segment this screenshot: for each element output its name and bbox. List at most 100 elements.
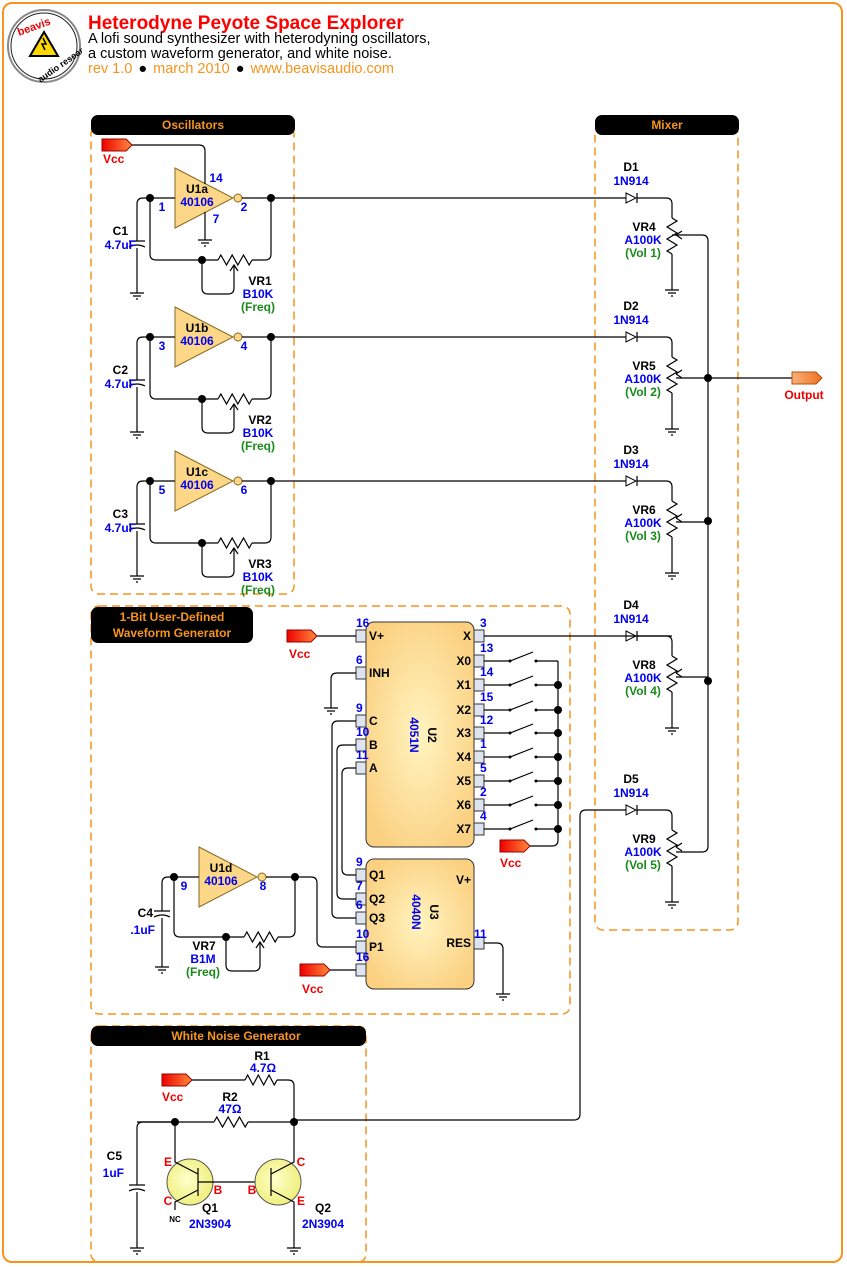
diode-d3 (625, 475, 638, 487)
pin-name: V+ (369, 629, 384, 643)
pin-number: 9 (356, 701, 363, 715)
date: march 2010 (153, 61, 230, 77)
diode-d5 (625, 804, 638, 816)
pin-name: X5 (456, 774, 471, 788)
pot-ref: VR7 (192, 939, 216, 953)
gate-ref: U1c (186, 465, 208, 479)
vcc-connector[interactable]: Vcc (101, 138, 133, 166)
cap-value: 4.7uF (105, 238, 136, 252)
pin-name: Q3 (369, 911, 385, 925)
diode-ref: D4 (623, 598, 639, 612)
website-link[interactable]: www.beavisaudio.com (250, 61, 394, 77)
pot-note: (Vol 3) (625, 529, 661, 543)
page-title: Heterodyne Peyote Space Explorer (88, 13, 404, 34)
pot-ref: VR1 (248, 274, 272, 288)
resistor-ref: R2 (222, 1090, 238, 1104)
pin-name: INH (369, 666, 390, 680)
vcc-connector[interactable]: Vcc (499, 839, 531, 870)
resistor-r1 (244, 1073, 278, 1087)
dip-switch-2[interactable] (484, 700, 562, 714)
pot-vr7 (243, 930, 279, 944)
vcc-label: Vcc (302, 982, 324, 996)
output-label: Output (784, 388, 823, 402)
revision-line: rev 1.0●march 2010●www.beavisaudio.com (88, 62, 394, 77)
gate-part: 40106 (180, 478, 214, 492)
pin-out-number: 4 (241, 339, 248, 353)
section-header-mixer: Mixer (595, 115, 739, 135)
transistor-q1 (166, 1122, 260, 1210)
dip-switch-6[interactable] (484, 795, 562, 809)
pin-name: X2 (456, 703, 471, 717)
diode-value: 1N914 (613, 457, 649, 471)
pin-number: 10 (356, 927, 370, 941)
pin-number: 2 (480, 785, 487, 799)
pot-value: B10K (243, 426, 274, 440)
ground-icon (665, 727, 679, 735)
pin-name: X0 (456, 654, 471, 668)
pot-note: (Freq) (241, 439, 275, 453)
pot-ref: VR2 (248, 413, 272, 427)
pot-note: (Vol 4) (625, 684, 661, 698)
a-q1-wire (341, 767, 356, 876)
ground-icon (665, 428, 679, 436)
u2-part: 4051N (407, 717, 421, 752)
pin-name: V+ (456, 873, 471, 887)
pin-out-number: 6 (241, 483, 248, 497)
transistor-part: 2N3904 (302, 1217, 344, 1231)
ground-icon (324, 707, 338, 715)
gate-part: 40106 (180, 195, 214, 209)
pot-note: (Freq) (241, 583, 275, 597)
ground-icon (198, 239, 212, 247)
capacitor-icon (128, 240, 146, 248)
resistor-ref: R1 (254, 1049, 270, 1063)
pot-vr1 (217, 253, 253, 267)
ground-icon (496, 993, 510, 1001)
c-q3-wire (331, 720, 356, 919)
pin-name: A (369, 761, 378, 775)
pot-value: A100K (624, 233, 662, 247)
dip-switch-7[interactable] (484, 819, 562, 833)
dip-switch-3[interactable] (484, 723, 562, 737)
diode-d2 (625, 331, 638, 343)
pin-name: P1 (369, 940, 384, 954)
dip-switch-0[interactable] (484, 651, 558, 663)
pot-ref: VR6 (632, 503, 656, 517)
pot-ref: VR3 (248, 557, 272, 571)
pin-number: 6 (356, 898, 363, 912)
capacitor-icon (128, 379, 146, 387)
vcc-connector[interactable]: Vcc (286, 629, 318, 661)
pin-gnd-number: 7 (213, 212, 220, 226)
dip-switch-1[interactable] (484, 675, 562, 689)
vcc-connector[interactable]: Vcc (299, 963, 331, 996)
pot-vr9 (665, 829, 679, 867)
u3-ref: U3 (427, 904, 441, 920)
dip-switch-4[interactable] (484, 747, 562, 761)
svg-text:Oscillators: Oscillators (162, 118, 224, 132)
pin-name: X1 (456, 678, 471, 692)
mixer-box (594, 125, 739, 931)
diode-value: 1N914 (613, 174, 649, 188)
dip-switch-5[interactable] (484, 771, 562, 785)
gate-ref: U1b (186, 321, 209, 335)
pin-number: 10 (356, 725, 370, 739)
vcc-connector[interactable]: Vcc (161, 1073, 193, 1104)
vcc-label: Vcc (162, 1090, 184, 1104)
pin-number: 6 (356, 653, 363, 667)
resistor-r2 (213, 1115, 249, 1129)
output-connector[interactable]: Output (784, 371, 824, 402)
pin-vdd-number: 14 (209, 171, 223, 185)
diode-d1 (625, 192, 638, 204)
pot-ref: VR9 (632, 832, 656, 846)
pot-note: (Freq) (241, 300, 275, 314)
pot-value: A100K (624, 671, 662, 685)
pin-box (473, 822, 485, 836)
ground-icon (155, 966, 169, 974)
transistor-ref: Q1 (202, 1201, 218, 1215)
switch-bus-wire (530, 661, 559, 847)
pin-box (355, 911, 367, 925)
pot-vr4 (665, 217, 679, 255)
svg-text:1-Bit User-Defined: 1-Bit User-Defined (120, 610, 225, 624)
pot-note: (Vol 5) (625, 858, 661, 872)
pin-name: B (369, 738, 378, 752)
